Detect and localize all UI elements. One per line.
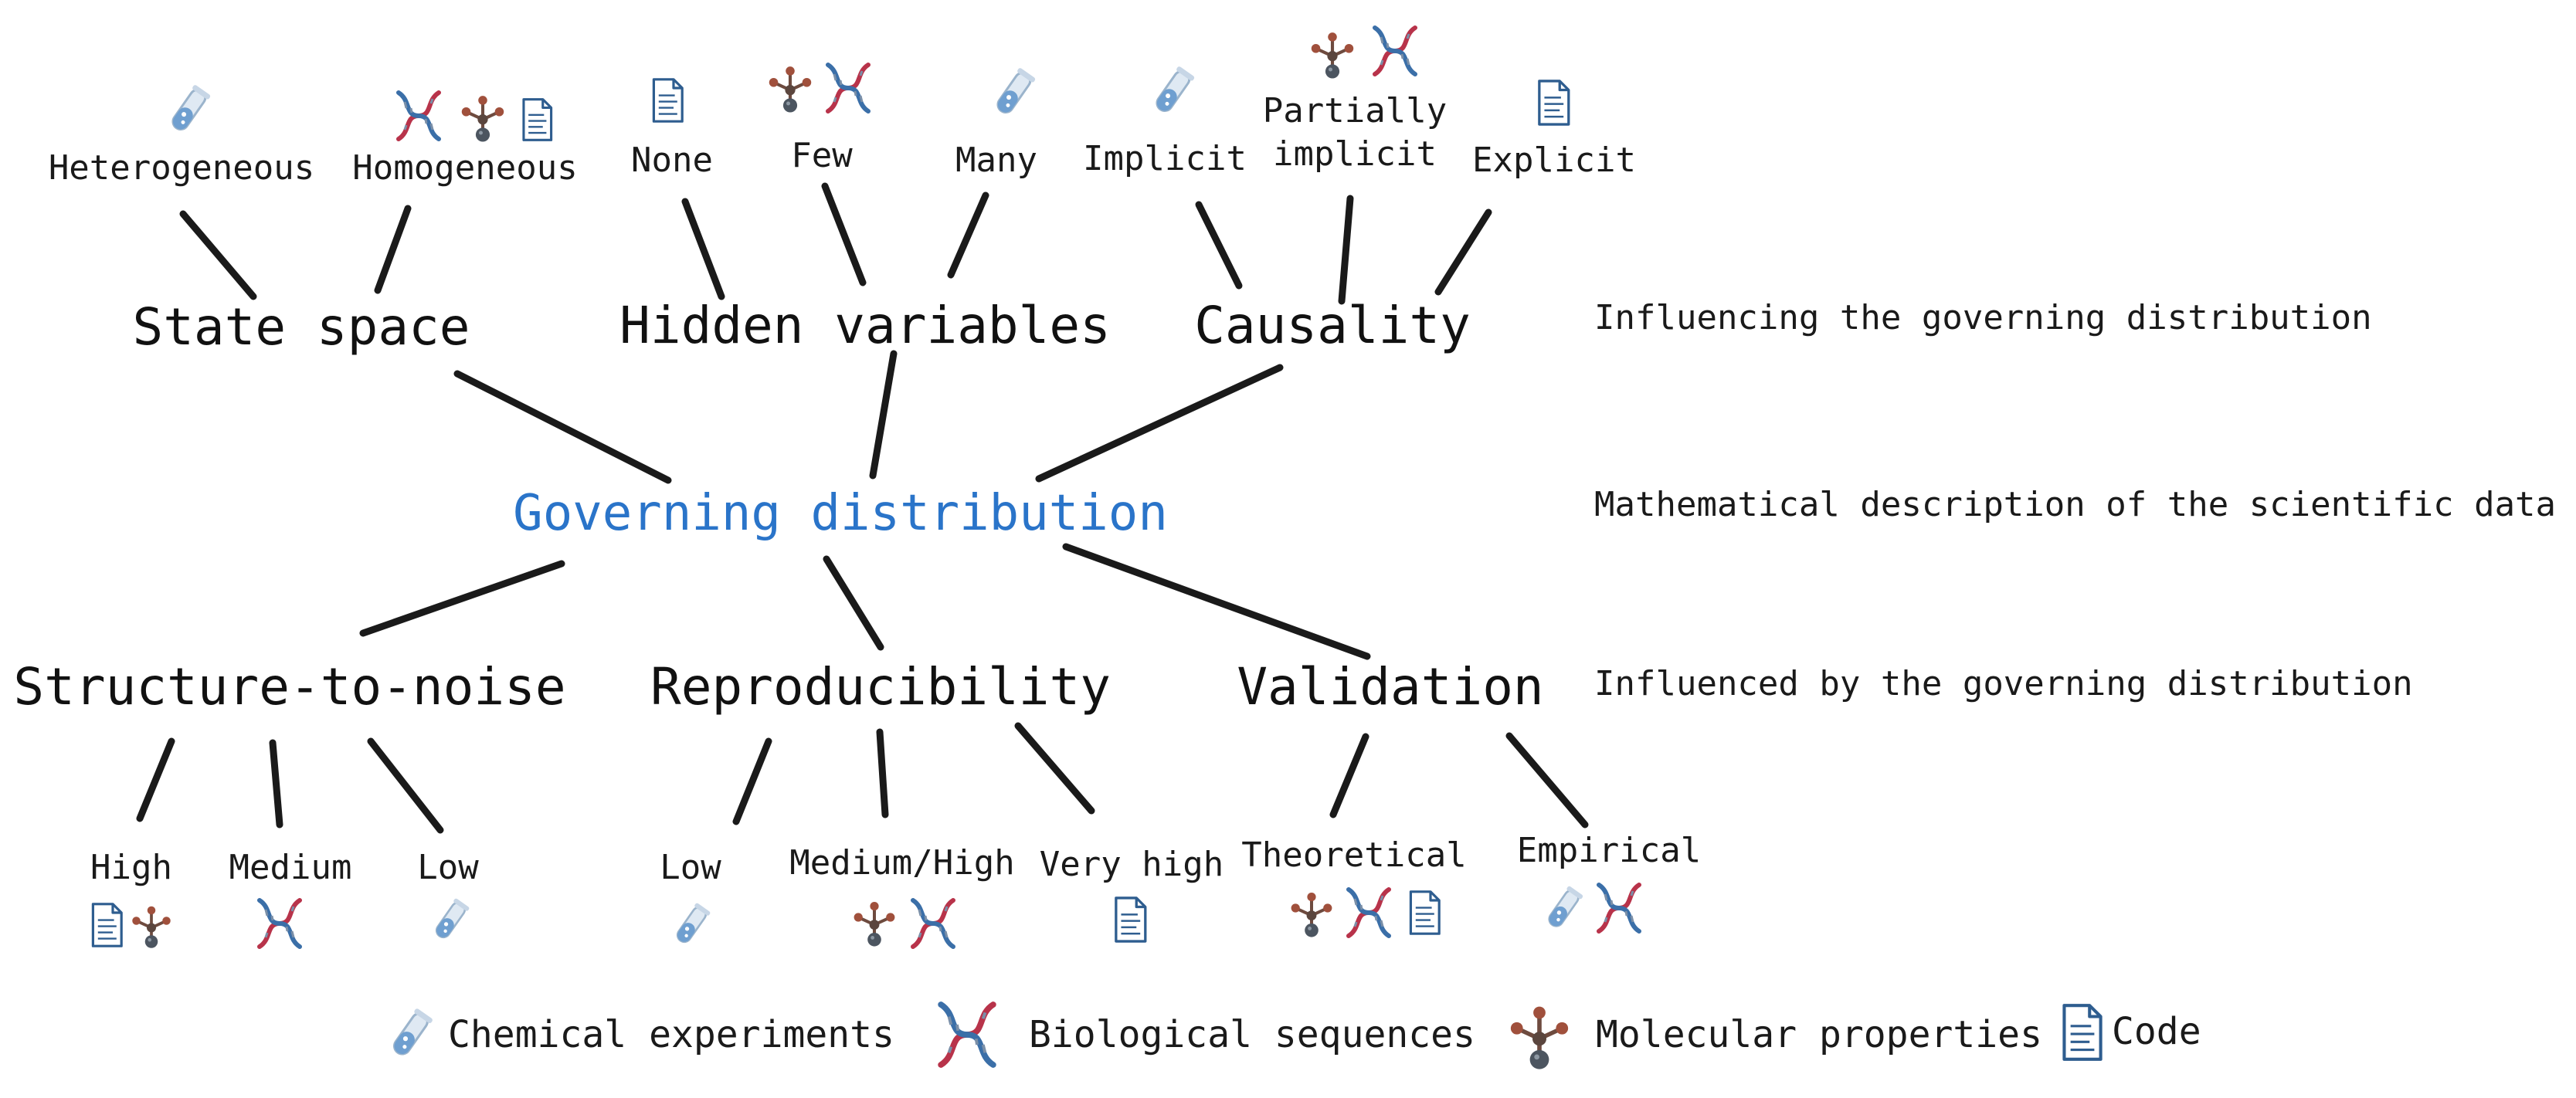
edge-reproducibility-low <box>732 737 772 825</box>
legend: Chemical experiments Biological sequence… <box>388 1005 2201 1069</box>
code-icon <box>652 78 684 123</box>
category-hidden-variables: Hidden variables <box>619 296 1111 355</box>
chemistry-icon <box>1151 64 1196 117</box>
chemistry-icon <box>388 1006 435 1060</box>
edge-structure-low <box>367 737 444 834</box>
code-icon <box>91 903 123 947</box>
edge-causality-partially-implicit <box>1338 195 1354 305</box>
chemistry-icon <box>1543 884 1585 931</box>
code-icon <box>522 98 553 141</box>
option-none: None <box>631 141 713 180</box>
legend-label-biological-sequences: Biological sequences <box>1029 1013 1475 1056</box>
chemistry-icon <box>167 83 212 135</box>
option-explicit: Explicit <box>1472 141 1636 180</box>
option-partially-implicit-line1: Partially <box>1263 91 1447 130</box>
edge-validation-theoretical <box>1329 733 1369 818</box>
dna-icon <box>913 900 953 947</box>
edge-causality-implicit <box>1195 201 1243 290</box>
dna-icon <box>1349 890 1389 936</box>
option-structure-medium: Medium <box>229 848 352 887</box>
molecule-icon <box>1511 1007 1568 1069</box>
option-structure-high: High <box>90 848 172 887</box>
dna-icon <box>399 93 439 139</box>
edge-reproducibility-medium-high <box>876 728 889 818</box>
side-note-influencing: Influencing the governing distribution <box>1594 298 2372 337</box>
chemistry-icon <box>431 896 471 943</box>
edge-state-space-homogeneous <box>374 205 412 294</box>
chemistry-icon <box>992 66 1037 118</box>
edge-center-state-space <box>453 370 672 484</box>
legend-label-chemical-experiments: Chemical experiments <box>448 1013 894 1056</box>
option-structure-low: Low <box>417 848 479 887</box>
option-heterogeneous: Heterogeneous <box>49 148 314 188</box>
category-validation: Validation <box>1237 657 1543 717</box>
edges <box>136 182 1589 834</box>
category-state-space: State space <box>132 297 470 357</box>
option-validation-theoretical: Theoretical <box>1241 835 1466 875</box>
option-validation-empirical: Empirical <box>1517 831 1701 870</box>
edge-structure-medium <box>269 739 283 829</box>
edge-center-causality <box>1035 364 1284 483</box>
dna-icon <box>1599 885 1639 931</box>
option-partially-implicit-line2: implicit <box>1273 134 1437 174</box>
edge-validation-empirical <box>1505 732 1589 829</box>
code-icon <box>2064 1005 2100 1059</box>
dna-icon <box>260 900 300 947</box>
option-many: Many <box>955 141 1037 180</box>
edge-center-structure-to-noise <box>359 560 565 637</box>
edge-hidden-variables-many <box>947 191 989 279</box>
option-reproducibility-medium-high: Medium/High <box>789 843 1014 883</box>
edge-state-space-heterogeneous <box>179 210 257 300</box>
molecule-icon <box>769 66 811 112</box>
edge-hidden-variables-none <box>681 198 725 300</box>
category-reproducibility: Reproducibility <box>650 657 1111 717</box>
option-reproducibility-very-high: Very high <box>1040 845 1224 884</box>
edge-structure-high <box>136 737 175 822</box>
molecule-icon <box>1289 891 1334 939</box>
edge-reproducibility-very-high <box>1014 722 1095 815</box>
option-reproducibility-low: Low <box>660 848 721 887</box>
edge-center-validation <box>1062 543 1371 660</box>
option-implicit: Implicit <box>1083 139 1247 178</box>
code-icon <box>1538 80 1570 126</box>
dna-icon <box>828 65 868 111</box>
edge-center-hidden-variables <box>869 350 898 480</box>
edge-causality-explicit <box>1434 208 1492 296</box>
dna-icon <box>941 1005 993 1065</box>
molecule-icon <box>131 904 172 950</box>
category-structure-to-noise: Structure-to-noise <box>13 657 565 717</box>
code-icon <box>1115 896 1147 943</box>
center-node-label: Governing distribution <box>513 485 1168 542</box>
molecule-icon <box>852 900 897 948</box>
edge-center-reproducibility <box>823 555 884 651</box>
legend-label-code: Code <box>2112 1010 2201 1053</box>
legend-label-molecular-properties: Molecular properties <box>1596 1013 2042 1056</box>
side-note-mathematical-description: Mathematical description of the scientif… <box>1594 485 2556 524</box>
dna-icon <box>1375 28 1415 74</box>
side-note-influenced-by: Influenced by the governing distribution <box>1594 664 2413 703</box>
molecule-icon <box>462 96 504 141</box>
category-causality: Causality <box>1194 296 1471 355</box>
molecule-icon <box>1312 32 1353 78</box>
option-few: Few <box>791 136 853 175</box>
edge-hidden-variables-few <box>821 182 867 286</box>
code-icon <box>1409 890 1441 935</box>
option-homogeneous: Homogeneous <box>352 148 577 188</box>
chemistry-icon <box>672 901 712 947</box>
